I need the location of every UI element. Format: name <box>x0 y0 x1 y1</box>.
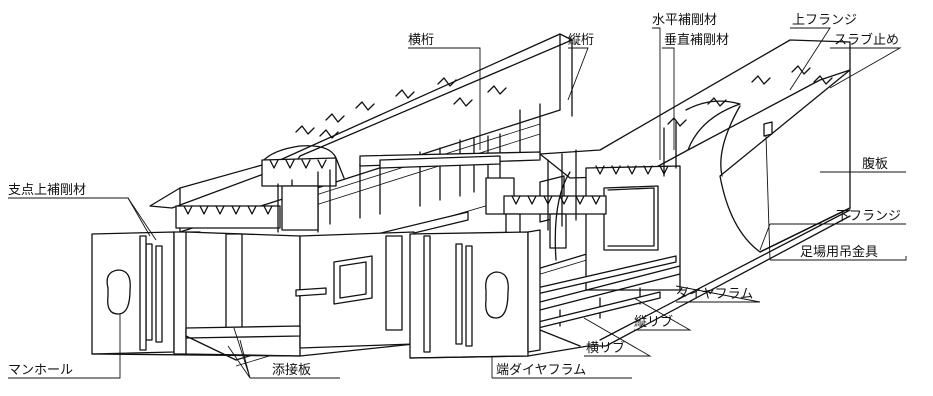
label-scaffold-hanger: 足場用吊金具 <box>800 244 878 260</box>
leader-lines <box>8 27 907 379</box>
label-end-diaphragm: 端ダイヤフラム <box>496 363 586 378</box>
label-transverse-rib: 横リブ <box>586 340 625 356</box>
right-box-girder <box>409 39 851 359</box>
label-slab-stopper: スラブ止め <box>834 32 899 48</box>
right-lower-flange <box>599 209 851 341</box>
label-cross-girder: 横桁 <box>408 33 434 48</box>
right-manhole <box>485 271 509 319</box>
left-cutaway <box>261 145 345 179</box>
center-opening <box>333 255 373 305</box>
left-box-girder <box>91 33 601 367</box>
label-vertical-stiffener: 垂直補剛材 <box>664 33 729 48</box>
splice-plate-2 <box>385 235 403 331</box>
label-web: 腹板 <box>862 156 888 172</box>
right-slab-stoppers <box>667 65 833 127</box>
label-stringer: 縦桁 <box>568 33 594 48</box>
left-diaphragm-top <box>175 205 281 229</box>
label-lower-flange: 下フランジ <box>836 209 901 224</box>
label-upper-flange: 上フランジ <box>792 13 857 28</box>
left-slab-stoppers <box>295 77 507 139</box>
scaffold-hanger <box>763 121 773 137</box>
label-bearing-stiffener: 支点上補剛材 <box>8 183 86 198</box>
splice-plate-1 <box>225 233 243 331</box>
label-manhole: マンホール <box>8 363 73 378</box>
label-diaphragm: ダイヤフラム <box>676 287 753 302</box>
label-longitudinal-rib: 縦リブ <box>634 314 673 330</box>
left-manhole <box>106 269 131 315</box>
label-splice-plate: 添接板 <box>272 362 311 378</box>
label-horizontal-stiffener: 水平補剛材 <box>652 13 717 28</box>
labels: 横桁 縦桁 水平補剛材 垂直補剛材 上フランジ スラブ止め 支点上補剛材 腹板 … <box>8 13 901 378</box>
